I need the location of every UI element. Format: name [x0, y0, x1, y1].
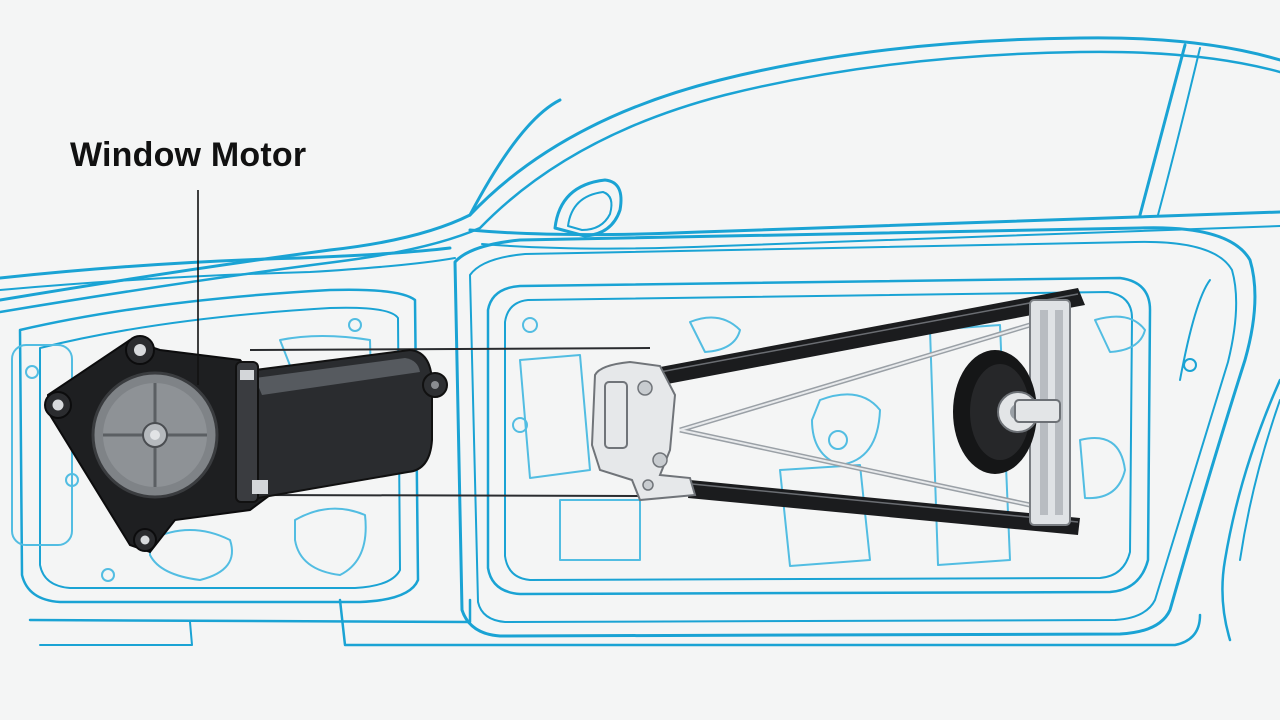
lower-cable [259, 494, 651, 497]
upper-cable [249, 347, 651, 351]
pulley-icon [953, 350, 1061, 474]
car-body-outline [0, 36, 1280, 647]
window-motor-icon [44, 335, 448, 554]
mechanism-bracket [590, 360, 697, 502]
window-motor-label: Window Motor [70, 136, 307, 174]
lower-rail [688, 480, 1080, 535]
